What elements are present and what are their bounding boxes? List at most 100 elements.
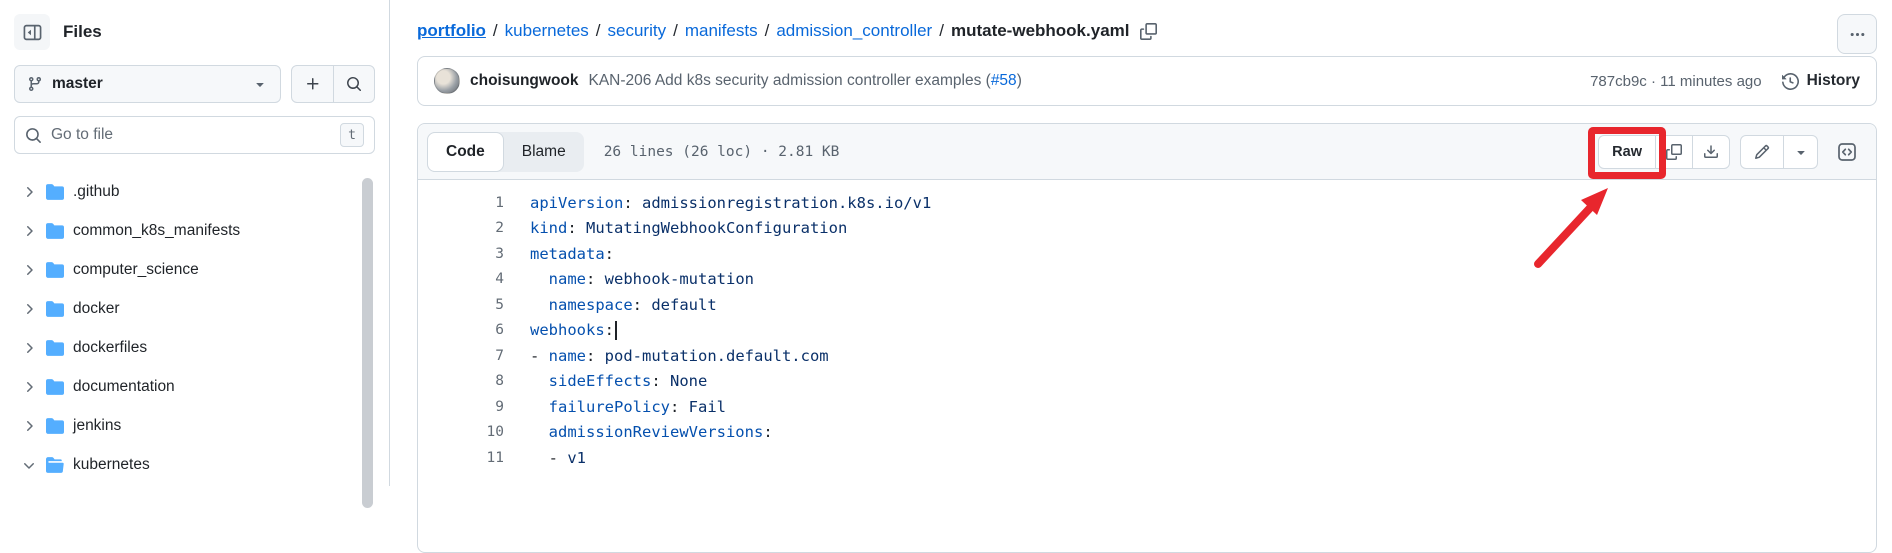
commit-author[interactable]: choisungwook bbox=[470, 72, 579, 89]
breadcrumb-separator: / bbox=[673, 21, 678, 40]
file-stats: 26 lines (26 loc) · 2.81 KB bbox=[603, 143, 840, 160]
breadcrumb-link-admission_controller[interactable]: admission_controller bbox=[776, 21, 933, 40]
tree-item-jenkins[interactable]: jenkins bbox=[14, 406, 375, 445]
file-tree-sidebar: Files master bbox=[0, 0, 390, 508]
code-text: apiVersion: admissionregistration.k8s.io… bbox=[530, 193, 932, 212]
pr-link[interactable]: #58 bbox=[990, 72, 1017, 89]
add-file-button[interactable] bbox=[292, 66, 333, 102]
breadcrumb-link-security[interactable]: security bbox=[607, 21, 667, 40]
pencil-icon bbox=[1754, 144, 1770, 160]
commit-sha-time[interactable]: 787cb9c · 11 minutes ago bbox=[1590, 72, 1762, 90]
tree-item-label: docker bbox=[73, 299, 120, 317]
line-number[interactable]: 5 bbox=[495, 296, 504, 313]
tree-item-documentation[interactable]: documentation bbox=[14, 367, 375, 406]
tree-item-dockerfiles[interactable]: dockerfiles bbox=[14, 328, 375, 367]
line-number[interactable]: 9 bbox=[495, 398, 504, 415]
chevron-right-icon bbox=[21, 184, 37, 200]
raw-button[interactable]: Raw bbox=[1599, 136, 1655, 168]
line-number[interactable]: 10 bbox=[486, 424, 504, 441]
breadcrumb-separator: / bbox=[492, 21, 498, 40]
tree-item-label: common_k8s_manifests bbox=[73, 221, 241, 239]
tab-code[interactable]: Code bbox=[427, 131, 504, 172]
branch-selector[interactable]: master bbox=[14, 65, 281, 103]
edit-dropdown-button[interactable] bbox=[1783, 135, 1817, 168]
latest-commit-bar: choisungwook KAN-206 Add k8s security ad… bbox=[417, 56, 1877, 106]
tree-item-label: computer_science bbox=[73, 260, 199, 278]
chevron-right-icon bbox=[21, 340, 37, 356]
folder-icon bbox=[46, 183, 64, 201]
code-lines: 1 apiVersion: admissionregistration.k8s.i… bbox=[418, 180, 1876, 471]
symbols-panel-button[interactable] bbox=[1828, 135, 1866, 169]
breadcrumb-link-manifests[interactable]: manifests bbox=[684, 21, 758, 40]
code-line-11: 11 - v1 bbox=[418, 445, 1876, 471]
line-number[interactable]: 3 bbox=[495, 245, 504, 262]
breadcrumb-current-file: mutate-webhook.yaml bbox=[950, 21, 1130, 40]
folder-icon bbox=[46, 300, 64, 318]
tree-item-docker[interactable]: docker bbox=[14, 289, 375, 328]
copy-raw-content-button[interactable] bbox=[1655, 135, 1692, 168]
folder-icon bbox=[46, 261, 64, 279]
copy-path-button[interactable] bbox=[1139, 22, 1157, 40]
edit-file-button[interactable] bbox=[1741, 136, 1783, 168]
tree-item-label: documentation bbox=[73, 377, 175, 395]
folder-icon bbox=[46, 222, 64, 240]
code-line-9: 9 failurePolicy: Fail bbox=[418, 394, 1876, 420]
folder-icon bbox=[46, 378, 64, 396]
files-header: Files bbox=[14, 14, 375, 50]
edit-group bbox=[1740, 134, 1818, 169]
code-line-5: 5 namespace: default bbox=[418, 292, 1876, 318]
text-cursor bbox=[615, 320, 617, 340]
line-number[interactable]: 4 bbox=[495, 271, 504, 288]
code-text: sideEffects: None bbox=[548, 372, 708, 391]
line-number[interactable]: 11 bbox=[486, 449, 504, 466]
file-view-card: Code Blame 26 lines (26 loc) · 2.81 KB R… bbox=[417, 123, 1877, 553]
commit-message-close: ) bbox=[1016, 72, 1022, 89]
triangle-down-icon bbox=[1793, 144, 1809, 160]
line-number[interactable]: 2 bbox=[495, 220, 504, 237]
tree-item-computer_science[interactable]: computer_science bbox=[14, 250, 375, 289]
history-button[interactable]: History bbox=[1781, 72, 1860, 90]
sidebar-scrollbar[interactable] bbox=[362, 178, 373, 508]
file-toolbar: Code Blame 26 lines (26 loc) · 2.81 KB R… bbox=[418, 124, 1876, 180]
branch-name: master bbox=[52, 75, 103, 92]
go-to-file-input[interactable]: Go to file t bbox=[14, 116, 375, 154]
download-icon bbox=[1703, 144, 1719, 160]
code-text: - v1 bbox=[530, 448, 586, 467]
tree-item-label: jenkins bbox=[73, 416, 122, 434]
file-actions: Raw bbox=[1588, 126, 1866, 179]
code-text: name: webhook-mutation bbox=[548, 270, 754, 289]
breadcrumb-separator: / bbox=[939, 21, 944, 40]
breadcrumb-separator: / bbox=[764, 21, 770, 40]
commit-message[interactable]: KAN-206 Add k8s security admission contr… bbox=[589, 72, 1022, 90]
search-icon bbox=[25, 127, 42, 144]
tree-item-.github[interactable]: .github bbox=[14, 172, 375, 211]
history-label: History bbox=[1806, 72, 1860, 89]
code-text: metadata: bbox=[530, 244, 614, 263]
plus-icon bbox=[305, 76, 321, 92]
copy-icon bbox=[1139, 22, 1157, 40]
code-line-4: 4 name: webhook-mutation bbox=[418, 267, 1876, 293]
more-options-button[interactable] bbox=[1837, 14, 1877, 54]
chevron-right-icon bbox=[21, 418, 37, 434]
code-line-8: 8 sideEffects: None bbox=[418, 369, 1876, 395]
breadcrumb-repo-link[interactable]: portfolio bbox=[417, 21, 486, 40]
line-number[interactable]: 8 bbox=[495, 373, 504, 390]
breadcrumb-separator: / bbox=[595, 21, 601, 40]
line-number[interactable]: 6 bbox=[495, 322, 504, 339]
avatar[interactable] bbox=[434, 68, 460, 94]
files-title: Files bbox=[63, 22, 102, 41]
chevron-down-icon bbox=[252, 76, 268, 92]
tree-item-kubernetes[interactable]: kubernetes bbox=[14, 445, 375, 484]
breadcrumb-link-kubernetes[interactable]: kubernetes bbox=[504, 21, 589, 40]
line-number[interactable]: 1 bbox=[495, 194, 504, 211]
chevron-right-icon bbox=[21, 262, 37, 278]
search-tree-button[interactable] bbox=[333, 66, 374, 102]
tab-blame[interactable]: Blame bbox=[504, 132, 584, 172]
download-raw-button[interactable] bbox=[1692, 135, 1729, 168]
branch-row: master bbox=[14, 65, 375, 103]
collapse-sidebar-icon[interactable] bbox=[14, 14, 50, 50]
tree-item-common_k8s_manifests[interactable]: common_k8s_manifests bbox=[14, 211, 375, 250]
line-number[interactable]: 7 bbox=[495, 347, 504, 364]
commit-meta: 787cb9c · 11 minutes ago History bbox=[1590, 72, 1860, 90]
tree-item-label: kubernetes bbox=[73, 455, 150, 473]
